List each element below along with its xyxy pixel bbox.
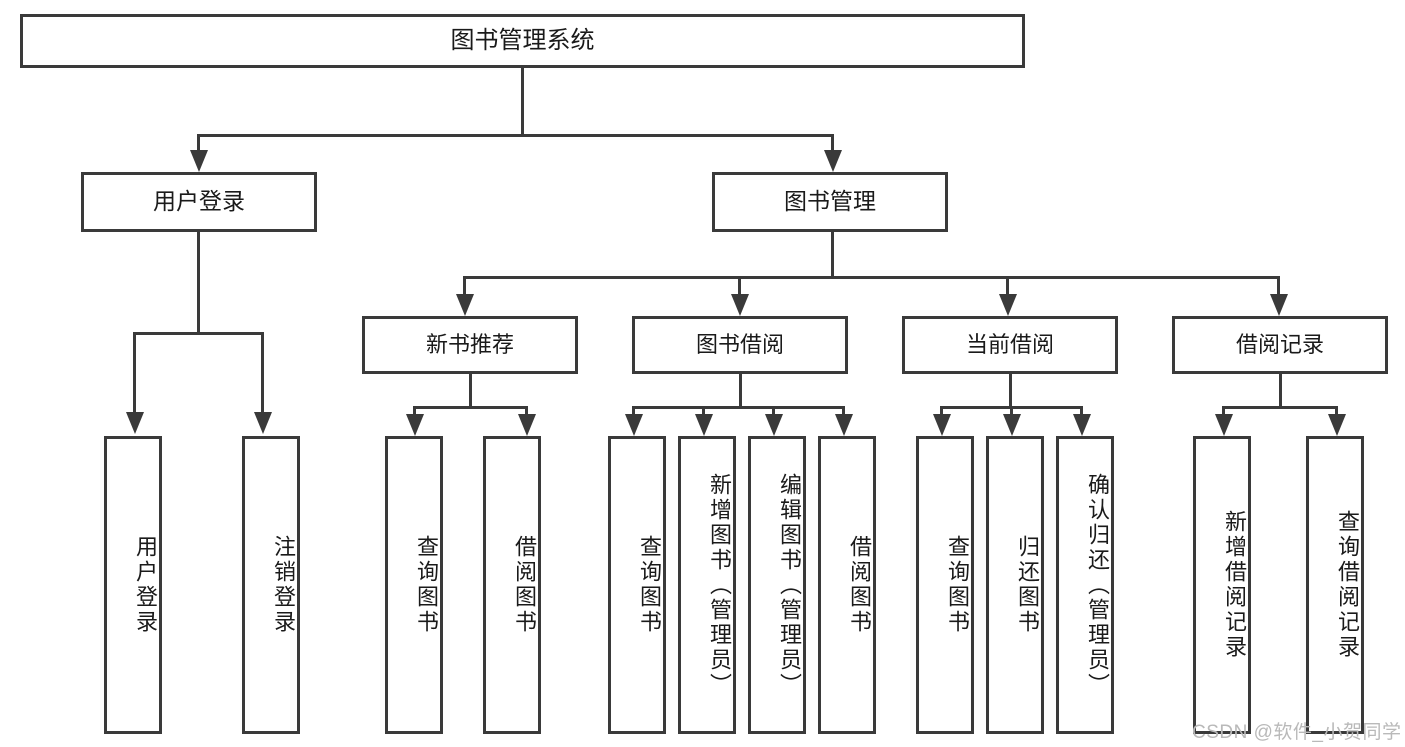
edge-new-book-stem [469,374,472,408]
leaf-current-query-book[interactable]: 查询图书 [916,436,974,734]
csdn-watermark: CSDN @软件_小贺同学 [1192,722,1402,743]
node-label: 图书借阅 [695,331,784,357]
edge-new-book-drop-1 [413,406,416,418]
node-label: 借阅记录 [1235,331,1324,357]
edge-book-borrow-drop-4 [842,406,845,418]
edge-level2-bus [463,276,1280,279]
node-borrow-records[interactable]: 借阅记录 [1172,316,1388,374]
edge-borrow-records-drop-1 [1222,406,1225,418]
arrow-borrow-records-leaf-2 [1328,414,1346,436]
edge-book-borrow-drop-2 [702,406,705,418]
leaf-recommend-borrow-book[interactable]: 借阅图书 [483,436,541,734]
node-label: 新增借阅记录 [1222,510,1247,660]
node-current-borrow[interactable]: 当前借阅 [902,316,1118,374]
leaf-current-confirm-return-admin[interactable]: 确认归还（管理员） [1056,436,1114,734]
arrow-new-book-leaf-2 [518,414,536,436]
node-label: 查询图书 [945,535,970,635]
edge-borrow-records-bus [1222,406,1338,409]
arrow-user-login-leaf-1 [126,412,144,434]
edge-book-borrow-drop-3 [772,406,775,418]
leaf-borrow-borrow-book[interactable]: 借阅图书 [818,436,876,734]
node-new-book-recommend[interactable]: 新书推荐 [362,316,578,374]
edge-book-management-stem [831,232,834,278]
arrow-current-borrow-leaf-1 [933,414,951,436]
node-label: 图书管理 [784,188,876,215]
node-label: 图书管理系统 [450,26,595,54]
node-label: 新增图书（管理员） [707,472,732,698]
leaf-borrow-add-book-admin[interactable]: 新增图书（管理员） [678,436,736,734]
edge-new-book-drop-2 [525,406,528,418]
leaf-borrow-query-book[interactable]: 查询图书 [608,436,666,734]
node-label: 编辑图书（管理员） [777,472,802,698]
leaf-current-return-book[interactable]: 归还图书 [986,436,1044,734]
leaf-records-query-record[interactable]: 查询借阅记录 [1306,436,1364,734]
leaf-user-login[interactable]: 用户登录 [104,436,162,734]
arrow-book-borrow-leaf-4 [835,414,853,436]
edge-borrow-records-stem [1279,374,1282,408]
edge-user-login-stem [197,232,200,334]
edge-new-book-bus [413,406,528,409]
node-label: 用户登录 [133,535,158,635]
arrow-new-book-leaf-1 [406,414,424,436]
leaf-borrow-edit-book-admin[interactable]: 编辑图书（管理员） [748,436,806,734]
arrow-root-to-book-management [824,150,842,172]
node-root-book-management-system[interactable]: 图书管理系统 [20,14,1025,68]
arrow-root-to-user-login [190,150,208,172]
edge-level2-drop-1 [463,276,466,298]
edge-book-borrow-bus [632,406,845,409]
edge-borrow-records-drop-2 [1335,406,1338,418]
arrow-user-login-leaf-2 [254,412,272,434]
node-label: 归还图书 [1015,535,1040,635]
node-book-borrow[interactable]: 图书借阅 [632,316,848,374]
node-label: 新书推荐 [425,331,514,357]
node-user-login[interactable]: 用户登录 [81,172,317,232]
edge-user-login-bus [133,332,264,335]
edge-book-borrow-stem [739,374,742,408]
arrow-book-borrow-leaf-1 [625,414,643,436]
arrow-level2-book-borrow [731,294,749,316]
node-label: 用户登录 [153,188,245,215]
edge-root-stem [521,68,524,136]
edge-current-borrow-drop-1 [940,406,943,418]
node-book-management[interactable]: 图书管理 [712,172,948,232]
arrow-level2-current-borrow [999,294,1017,316]
edge-current-borrow-drop-2 [1010,406,1013,418]
edge-current-borrow-drop-3 [1080,406,1083,418]
edge-root-to-book-management [831,134,834,154]
node-label: 查询图书 [414,535,439,635]
node-label: 借阅图书 [512,535,537,635]
node-label: 查询借阅记录 [1335,510,1360,660]
edge-level2-drop-4 [1277,276,1280,298]
arrow-current-borrow-leaf-3 [1073,414,1091,436]
node-label: 查询图书 [637,535,662,635]
edge-level2-drop-2 [738,276,741,298]
leaf-logout[interactable]: 注销登录 [242,436,300,734]
edge-user-login-drop-1 [133,332,136,414]
arrow-level2-borrow-records [1270,294,1288,316]
arrow-borrow-records-leaf-1 [1215,414,1233,436]
node-label: 当前借阅 [965,331,1054,357]
arrow-book-borrow-leaf-3 [765,414,783,436]
node-label: 确认归还（管理员） [1085,472,1110,698]
edge-level2-drop-3 [1006,276,1009,298]
leaf-recommend-query-book[interactable]: 查询图书 [385,436,443,734]
edge-book-borrow-drop-1 [632,406,635,418]
node-label: 借阅图书 [847,535,872,635]
arrow-level2-new-book [456,294,474,316]
arrow-current-borrow-leaf-2 [1003,414,1021,436]
edge-root-bus [197,134,834,137]
leaf-records-add-record[interactable]: 新增借阅记录 [1193,436,1251,734]
node-label: 注销登录 [271,535,296,635]
edge-current-borrow-stem [1009,374,1012,408]
edge-root-to-user-login [197,134,200,154]
arrow-book-borrow-leaf-2 [695,414,713,436]
edge-user-login-drop-2 [261,332,264,414]
